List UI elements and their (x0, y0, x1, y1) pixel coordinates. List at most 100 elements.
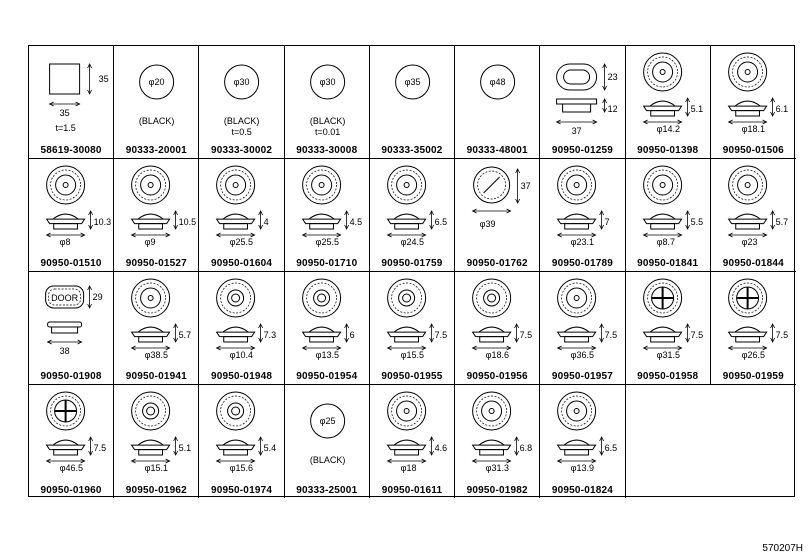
part-number: 90950-01956 (466, 371, 528, 382)
dimension-label: φ8.7 (656, 237, 674, 247)
dimension-label: φ24.5 (400, 237, 423, 247)
part-number: 90950-01759 (381, 258, 443, 269)
dimension-label: φ31.5 (656, 350, 679, 360)
part-number: 90950-01611 (381, 485, 443, 496)
part-number: 90950-01982 (466, 485, 528, 496)
dimension-label: φ23.1 (571, 237, 594, 247)
dimension-label: 5.4 (264, 443, 277, 453)
part-cell: 6.8 φ31.3 90950-01982 (455, 385, 541, 498)
dimension-label: 7 (605, 217, 610, 227)
diameter-label: φ20 (149, 77, 165, 87)
dimension-label: φ31.3 (486, 463, 509, 473)
dimension-label: 4.5 (349, 217, 362, 227)
dimension-label: 6 (349, 330, 354, 340)
dimension-label: φ15.6 (230, 463, 253, 473)
part-number: 90333-35002 (381, 145, 443, 156)
dimension-label: 7.5 (434, 330, 447, 340)
part-cell: φ48 90333-48001 (455, 46, 541, 159)
part-number: 90333-48001 (466, 145, 528, 156)
catalog-number: 570207H (762, 543, 803, 554)
dimension-label: 35 (60, 108, 70, 118)
part-drawing: 10.5φ9 (130, 165, 196, 247)
part-number: 90950-01844 (722, 258, 784, 269)
part-drawing: φ20(BLACK) (139, 64, 175, 126)
part-drawing: 7.3 φ10.4 (216, 278, 277, 360)
dimension-label: φ15.1 (145, 463, 168, 473)
dimension-label: 7.5 (775, 330, 788, 340)
part-number: 90950-01960 (40, 485, 102, 496)
part-drawing: 7 φ23.1 (557, 165, 610, 247)
dimension-label: 35 (99, 74, 109, 84)
part-number: 90950-01259 (551, 145, 614, 156)
dimension-label: 6.1 (775, 104, 788, 114)
part-number: 90950-01398 (637, 145, 699, 156)
thickness-note: t=0.01 (315, 127, 340, 137)
part-cell: φ25(BLACK)90333-25001 (285, 385, 370, 498)
part-drawing: φ35 (394, 64, 430, 100)
dimension-label: 5.7 (179, 330, 192, 340)
part-number: 90950-01948 (210, 371, 273, 382)
diameter-label: φ30 (319, 77, 335, 87)
dimension-label: 4.6 (434, 443, 447, 453)
part-drawing: 5.4 φ15.6 (216, 391, 277, 473)
part-drawing: φ30 (BLACK)t=0.01 (310, 64, 346, 137)
dimension-label: φ38.5 (145, 350, 168, 360)
dimension-label: φ14.2 (656, 124, 679, 134)
color-note: (BLACK) (310, 455, 346, 465)
dimension-label: φ25.5 (230, 237, 253, 247)
color-note: (BLACK) (224, 116, 260, 126)
dimension-label: φ8 (60, 237, 71, 247)
part-number: 90333-30002 (210, 145, 273, 156)
dimension-label: 23 (608, 72, 618, 82)
color-note: (BLACK) (310, 116, 346, 126)
dimension-label: φ39 (480, 219, 496, 229)
diameter-label: φ25 (319, 416, 335, 426)
dimension-label: 7.3 (264, 330, 277, 340)
part-number: 90950-01510 (40, 258, 102, 269)
dimension-label: φ9 (145, 237, 156, 247)
part-cell: φ35 90333-35002 (369, 46, 456, 159)
part-cell: 5.7 φ38.5 90950-01941 (114, 272, 200, 385)
dimension-label: 6.8 (520, 443, 533, 453)
part-number: 90950-01710 (296, 258, 358, 269)
part-cell: 7.3 φ10.4 90950-01948 (199, 272, 285, 385)
door-label: DOOR (51, 293, 79, 303)
diameter-label: φ30 (234, 77, 250, 87)
part-number: 90950-01604 (210, 258, 273, 269)
dimension-label: 38 (60, 346, 70, 356)
diameter-label: φ48 (490, 77, 506, 87)
dimension-label: φ10.4 (230, 350, 253, 360)
part-number: 90950-01941 (125, 371, 187, 382)
dimension-label: 37 (521, 181, 531, 191)
part-number: 90950-01954 (296, 371, 358, 382)
